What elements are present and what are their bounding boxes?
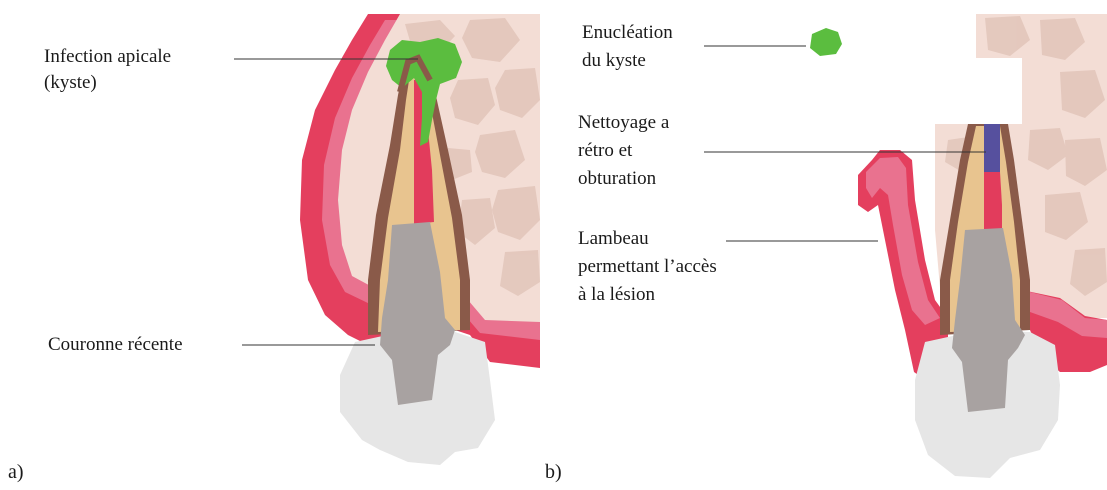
label-permettant-acces: permettant l’accès bbox=[578, 255, 717, 279]
retro-filling-b bbox=[984, 124, 1000, 172]
label-enucleation: Enucléation bbox=[582, 21, 673, 45]
label-obturation: obturation bbox=[578, 167, 656, 191]
panel-b-illustration bbox=[810, 14, 1107, 478]
label-couronne-recente: Couronne récente bbox=[48, 333, 183, 357]
pulp-b bbox=[984, 172, 1002, 232]
label-kyste: (kyste) bbox=[44, 71, 97, 95]
label-du-kyste: du kyste bbox=[582, 49, 646, 73]
panel-letter-a: a) bbox=[8, 460, 24, 484]
enucleated-cyst-b bbox=[810, 28, 842, 56]
label-retro: rétro et bbox=[578, 139, 632, 163]
label-a-la-lesion: à la lésion bbox=[578, 283, 655, 307]
panel-a-illustration bbox=[300, 14, 540, 465]
panel-letter-b: b) bbox=[545, 460, 562, 484]
label-nettoyage: Nettoyage a bbox=[578, 111, 669, 135]
label-infection-apicale: Infection apicale bbox=[44, 45, 171, 69]
label-lambeau: Lambeau bbox=[578, 227, 649, 251]
